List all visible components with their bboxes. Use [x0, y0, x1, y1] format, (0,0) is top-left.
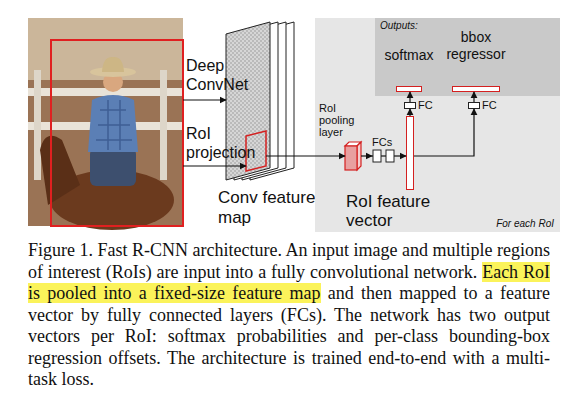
node-text: RoI feature vector [346, 192, 450, 230]
hat-crown [102, 57, 124, 72]
node-text: Outputs: [380, 20, 418, 31]
input-photo [28, 18, 183, 230]
fc-layer: FC [404, 102, 416, 109]
fence-post [34, 70, 41, 180]
figure-caption: Figure 1. Fast R-CNN architecture. An in… [28, 240, 550, 391]
node-text: FC [418, 99, 433, 111]
convnet-arrow [183, 99, 226, 100]
per-roi-panel: For each RoIRoI pooling layerFCsRoI feat… [315, 18, 560, 232]
roi-box [51, 40, 183, 226]
rider-shirt [88, 95, 138, 152]
pool-shape [345, 142, 361, 170]
softmax-output: softmax [396, 86, 422, 92]
pool-front [345, 146, 357, 170]
fc-layer: FC [468, 102, 480, 109]
node-text: FC [482, 99, 497, 111]
node-text: For each RoI [496, 218, 554, 229]
roi-feature-vector: RoI feature vector [406, 116, 414, 190]
node-text: RoI pooling layer [319, 102, 365, 138]
node-text: FCs [372, 136, 392, 148]
fc-layers: FCs [372, 149, 396, 163]
node-text: Conv feature map [218, 188, 322, 228]
rider-jeans [90, 148, 136, 186]
arrow-label: RoI projection [186, 124, 266, 162]
bbox-output: bbox regressor [452, 86, 500, 92]
horse-head [40, 136, 80, 205]
outputs-box: Outputs:softmaxbbox regressor [375, 18, 560, 96]
node-text: bbox regressor [436, 29, 516, 63]
fcs-shape [372, 149, 396, 163]
roi-pooling-map: RoI pooling layer [345, 142, 361, 170]
fc-box [386, 150, 394, 162]
caption-text: Figure 1. Fast R-CNN architecture. An in… [28, 240, 550, 282]
fence-post [160, 70, 167, 180]
fc-box [373, 150, 381, 162]
pool-side [357, 142, 361, 170]
arrow-label: Deep ConvNet [186, 56, 266, 94]
shirt-plaid [96, 100, 132, 150]
node-text: softmax [384, 47, 433, 63]
